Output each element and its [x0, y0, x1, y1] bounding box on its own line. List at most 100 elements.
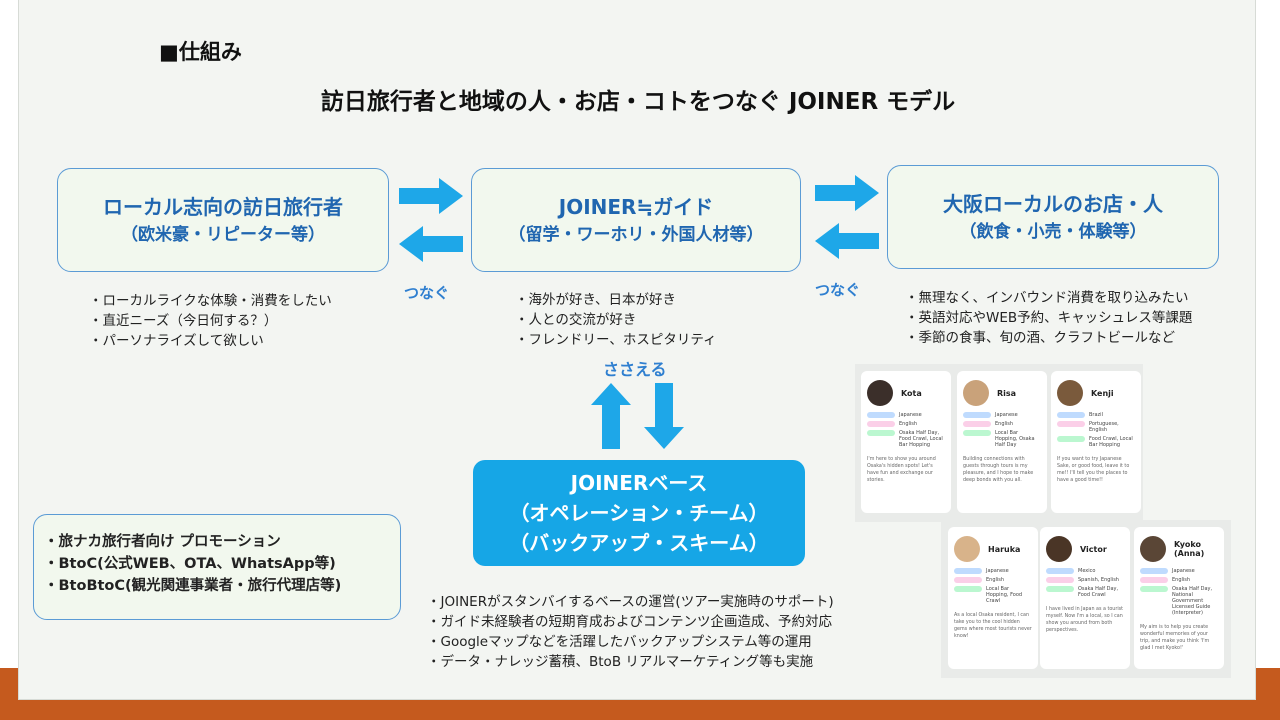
shop-needs-list: ・無理なく、インバウンド消費を取り込みたい ・英語対応やWEB予約、キャッシュレ… [905, 288, 1192, 348]
shop-box-title: 大阪ローカルのお店・人 [943, 192, 1163, 216]
nationality-tag [954, 568, 982, 574]
base-role-list: ・JOINERがスタンバイするベースの運営(ツアー実施時のサポート) ・ガイド未… [427, 592, 834, 672]
arrow-left-icon [815, 223, 879, 259]
joiner-base-box: JOINERベース （オペレーション・チーム） （バックアップ・スキーム） [473, 460, 805, 566]
arrow-down-icon [644, 383, 684, 449]
guide-description: If you want to try Japanese Sake, or goo… [1057, 457, 1130, 483]
arrow-left-icon [399, 226, 463, 262]
guide-nationality: Japanese [1172, 568, 1195, 574]
shop-box-subtitle: （飲食・小売・体験等） [959, 222, 1147, 242]
nationality-tag [867, 412, 895, 418]
list-item: ・海外が好き、日本が好き [515, 292, 677, 308]
list-item: ・データ・ナレッジ蓄積、BtoB リアルマーケティング等も実施 [427, 654, 814, 670]
guide-name: Risa [997, 388, 1017, 398]
guide-box-subtitle: （留学・ワーホリ・外国人材等） [508, 225, 764, 245]
slide: ■仕組み 訪日旅行者と地域の人・お店・コトをつなぐ JOINER モデル ローカ… [18, 0, 1256, 700]
avatar [1046, 536, 1072, 562]
guide-specialties: Osaka Half Day, Food Crawl, Local Bar Ho… [899, 430, 943, 448]
nationality-tag [963, 412, 991, 418]
guide-languages: English [1172, 577, 1191, 583]
connect-label-left: つなぐ [404, 284, 450, 302]
guide-name: Haruka [988, 544, 1021, 554]
base-box-operation: （オペレーション・チーム） [509, 501, 769, 525]
guide-specialties: Food Crawl, Local Bar Hopping [1089, 436, 1133, 448]
specialties-tag [1057, 436, 1085, 442]
arrow-right-icon [399, 178, 463, 214]
guide-description: My aim is to help you create wonderful m… [1140, 625, 1210, 651]
specialties-tag [963, 430, 991, 436]
avatar [1140, 536, 1166, 562]
promotion-box: ・旅ナカ旅行者向け プロモーション ・BtoC(公式WEB、OTA、WhatsA… [33, 514, 401, 620]
list-item: ・ガイド未経験者の短期育成およびコンテンツ企画造成、予約対応 [427, 614, 832, 630]
nationality-tag [1046, 568, 1074, 574]
list-item: ・無理なく、インバウンド消費を取り込みたい [905, 290, 1189, 306]
guide-name: Kyoko (Anna) [1174, 540, 1205, 558]
language-tag [1057, 421, 1085, 427]
traveler-box: ローカル志向の訪日旅行者 （欧米豪・リピーター等） [57, 168, 389, 272]
support-label: ささえる [603, 360, 667, 379]
guide-specialties: Osaka Half Day, National Government Lice… [1172, 586, 1213, 616]
guide-nationality: Brazil [1089, 412, 1103, 418]
list-item: ・直近ニーズ（今日何する？） [89, 313, 278, 329]
arrow-right-icon [815, 175, 879, 211]
list-item: ・フレンドリー、ホスピタリティ [515, 332, 717, 348]
shop-box: 大阪ローカルのお店・人 （飲食・小売・体験等） [887, 165, 1219, 269]
guide-languages: Portuguese, English [1089, 421, 1119, 433]
guide-languages: English [899, 421, 918, 427]
traveler-box-title: ローカル志向の訪日旅行者 [103, 195, 343, 219]
guide-name: Kenji [1091, 388, 1114, 398]
language-tag [954, 577, 982, 583]
language-tag [1046, 577, 1074, 583]
guide-languages: English [995, 421, 1014, 427]
guide-specialties: Local Bar Hopping, Food Crawl [986, 586, 1023, 604]
avatar [954, 536, 980, 562]
guide-languages: Spanish, English [1078, 577, 1119, 583]
guide-nationality: Mexico [1078, 568, 1096, 574]
section-title: ■仕組み [159, 40, 242, 64]
traveler-box-subtitle: （欧米豪・リピーター等） [121, 225, 325, 245]
arrow-up-icon [591, 383, 631, 449]
avatar [1057, 380, 1083, 406]
list-item: ・BtoBtoC(観光関連事業者・旅行代理店等) [44, 578, 342, 594]
list-item: ・人との交流が好き [515, 312, 637, 328]
guide-box-title: JOINER≒ガイド [558, 195, 714, 219]
list-item: ・パーソナライズして欲しい [89, 333, 264, 349]
guide-nationality: Japanese [995, 412, 1018, 418]
language-tag [1140, 577, 1168, 583]
specialties-tag [867, 430, 895, 436]
list-item: ・季節の食事、旬の酒、クラフトビールなど [905, 330, 1175, 346]
guide-box: JOINER≒ガイド （留学・ワーホリ・外国人材等） [471, 168, 801, 272]
nationality-tag [1057, 412, 1085, 418]
specialties-tag [1046, 586, 1074, 592]
list-item: ・Googleマップなどを活躍したバックアップシステム等の運用 [427, 634, 812, 650]
guide-languages: English [986, 577, 1005, 583]
guide-specialties: Osaka Half Day, Food Crawl [1078, 586, 1119, 598]
guide-description: As a local Osaka resident, I can take yo… [954, 613, 1032, 639]
specialties-tag [1140, 586, 1168, 592]
traveler-needs-list: ・ローカルライクな体験・消費をしたい ・直近ニーズ（今日何する？） ・パーソナラ… [89, 291, 332, 351]
guide-nationality: Japanese [986, 568, 1009, 574]
specialties-tag [954, 586, 982, 592]
guide-description: I'm here to show you around Osaka's hidd… [867, 457, 936, 483]
language-tag [867, 421, 895, 427]
guide-description: Building connections with guests through… [963, 457, 1034, 483]
guide-specialties: Local Bar Hopping, Osaka Half Day [995, 430, 1035, 448]
base-box-title: JOINERベース [570, 471, 708, 495]
list-item: ・旅ナカ旅行者向け プロモーション [44, 534, 281, 550]
main-title: 訪日旅行者と地域の人・お店・コトをつなぐ JOINER モデル [320, 89, 956, 115]
guide-nationality: Japanese [899, 412, 922, 418]
avatar [867, 380, 893, 406]
language-tag [963, 421, 991, 427]
nationality-tag [1140, 568, 1168, 574]
list-item: ・JOINERがスタンバイするベースの運営(ツアー実施時のサポート) [427, 594, 834, 610]
list-item: ・BtoC(公式WEB、OTA、WhatsApp等) [44, 556, 336, 572]
list-item: ・ローカルライクな体験・消費をしたい [89, 293, 332, 309]
guide-name: Victor [1080, 544, 1107, 554]
guide-description: I have lived in Japan as a tourist mysel… [1046, 607, 1124, 633]
